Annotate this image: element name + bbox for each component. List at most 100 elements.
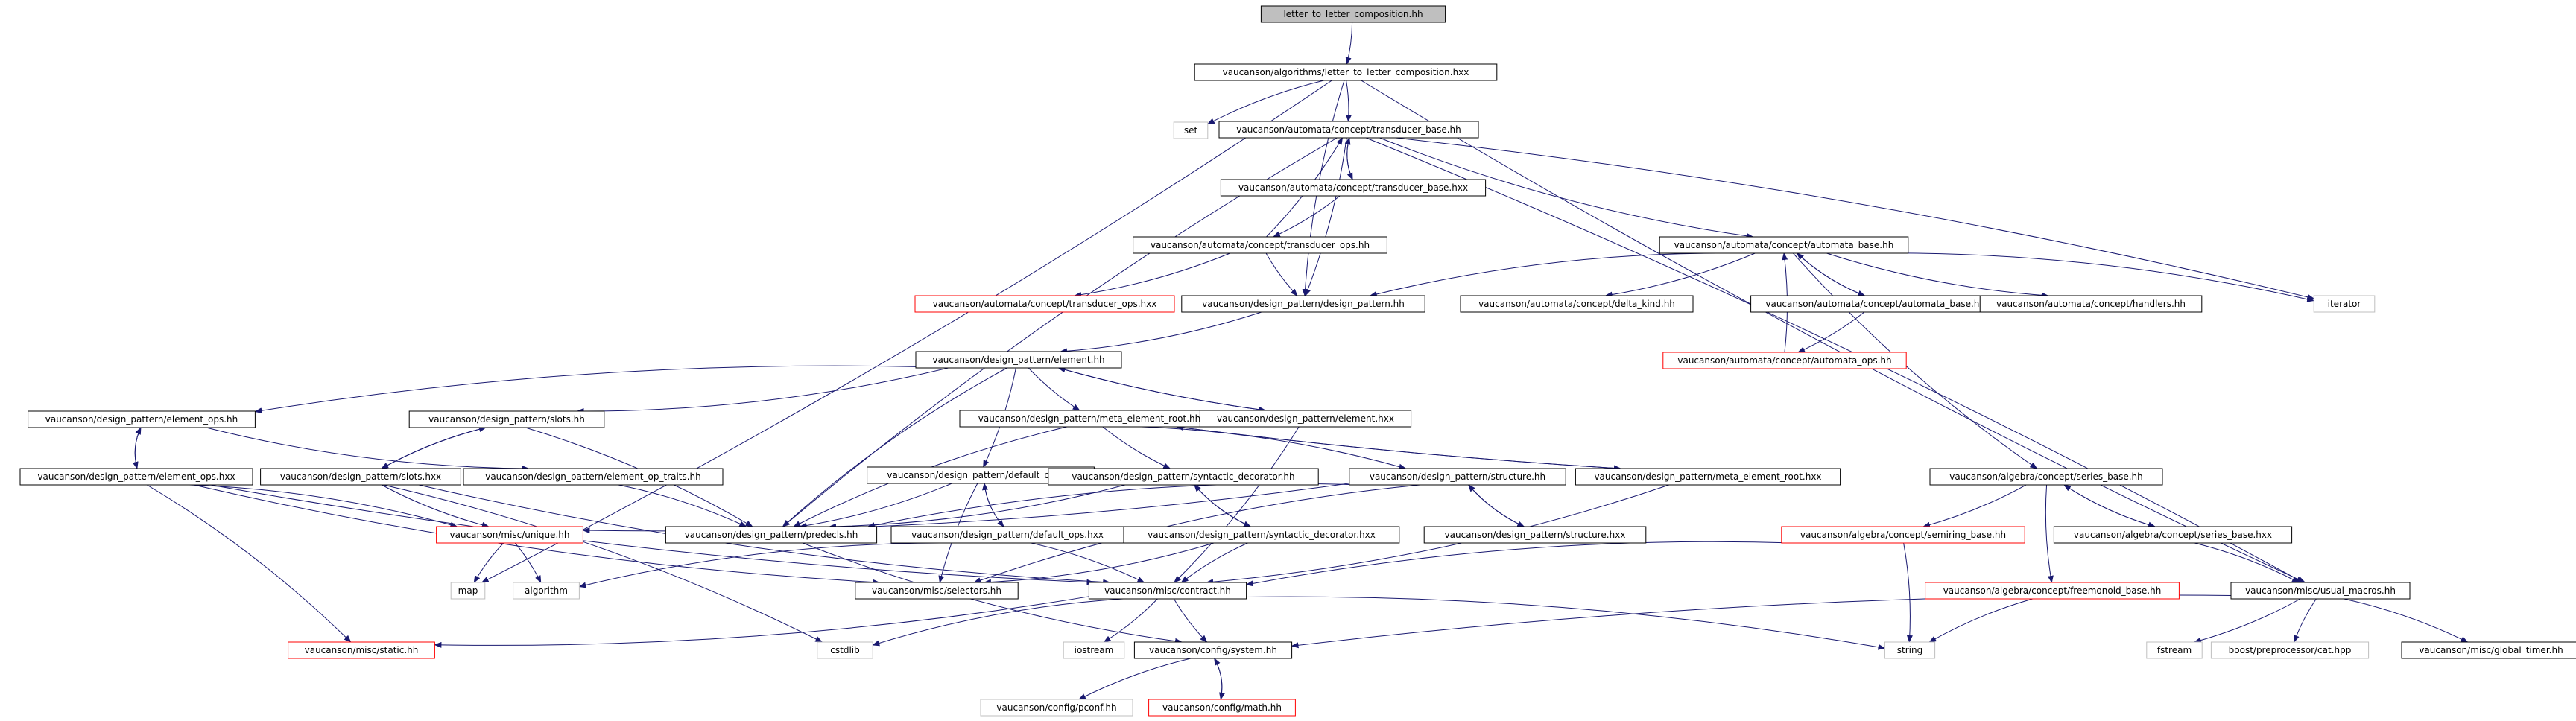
node-label: map <box>458 585 478 596</box>
edge-sd_hh-to-predecls_hh <box>828 484 1126 530</box>
node-static_hh[interactable]: vaucanson/misc/static.hh <box>288 641 435 659</box>
node-tops_hh[interactable]: vaucanson/automata/concept/transducer_op… <box>1133 236 1387 254</box>
node-struct_hh[interactable]: vaucanson/design_pattern/structure.hh <box>1349 468 1566 486</box>
edge-struct_hxx-to-struct_hh <box>1468 484 1525 527</box>
node-label: vaucanson/algorithms/letter_to_letter_co… <box>1223 67 1469 77</box>
node-selectors_hh[interactable]: vaucanson/misc/selectors.hh <box>855 582 1019 600</box>
edge-ltlc_hxx-to-set <box>1206 80 1324 124</box>
node-label: vaucanson/design_pattern/element_ops.hxx <box>37 471 235 482</box>
edge-mer_hh-to-mer_hxx <box>1176 426 1621 471</box>
node-boostcat[interactable]: boost/preprocessor/cat.hpp <box>2210 641 2370 659</box>
node-box <box>2313 295 2376 313</box>
node-box <box>1123 526 1400 544</box>
node-label: cstdlib <box>830 645 859 655</box>
node-box <box>450 582 486 600</box>
node-sd_hxx[interactable]: vaucanson/design_pattern/syntactic_decor… <box>1123 526 1400 544</box>
edge-um_hh-to-boostcat <box>2294 598 2317 643</box>
edge-struct_hh-to-predecls_hh <box>867 483 1361 529</box>
node-box <box>1133 236 1387 254</box>
node-elops_hh[interactable]: vaucanson/design_pattern/element_ops.hh <box>28 410 256 428</box>
node-label: vaucanson/design_pattern/structure.hh <box>1370 471 1545 482</box>
node-box <box>1925 582 2180 600</box>
node-box <box>1133 641 1293 659</box>
edge-tops_hh-to-dp_hh <box>1265 252 1298 296</box>
node-root[interactable]: letter_to_letter_composition.hh <box>1260 5 1446 23</box>
node-map[interactable]: map <box>450 582 486 600</box>
edge-el_hh-to-predecls_hh <box>782 367 1007 527</box>
edge-um_hh-to-fstream <box>2193 598 2301 644</box>
node-tb_hh[interactable]: vaucanson/automata/concept/transducer_ba… <box>1218 121 1479 139</box>
edge-um_hh-to-gt_hh <box>2344 598 2469 643</box>
node-predecls_hh[interactable]: vaucanson/design_pattern/predecls.hh <box>665 526 878 544</box>
node-defops_hxx[interactable]: vaucanson/design_pattern/default_ops.hxx <box>890 526 1124 544</box>
node-fmb_hh[interactable]: vaucanson/algebra/concept/freemonoid_bas… <box>1925 582 2180 600</box>
edge-mer_hxx-to-mer_hh <box>1176 425 1621 469</box>
node-aops_hh[interactable]: vaucanson/automata/concept/automata_ops.… <box>1662 352 1907 369</box>
node-system_hh[interactable]: vaucanson/config/system.hh <box>1133 641 1293 659</box>
node-label: vaucanson/config/pconf.hh <box>996 702 1116 713</box>
node-label: vaucanson/misc/selectors.hh <box>872 585 1001 596</box>
edge-el_hh-to-elops_hh <box>254 365 917 414</box>
edge-contract_hh-to-cstdlib <box>872 598 1124 647</box>
node-pconf_hh[interactable]: vaucanson/config/pconf.hh <box>980 699 1133 717</box>
node-box <box>513 582 580 600</box>
node-el_hh[interactable]: vaucanson/design_pattern/element.hh <box>915 351 1122 369</box>
node-box <box>665 526 878 544</box>
node-math_hh[interactable]: vaucanson/config/math.hh <box>1148 699 1296 717</box>
node-um_hh[interactable]: vaucanson/misc/usual_macros.hh <box>2230 582 2411 600</box>
node-label: vaucanson/automata/concept/transducer_ba… <box>1236 124 1461 135</box>
node-handlers_hh[interactable]: vaucanson/automata/concept/handlers.hh <box>1979 295 2203 313</box>
node-slots_hxx[interactable]: vaucanson/design_pattern/slots.hxx <box>260 468 461 486</box>
edge-tb_hxx-to-tb_hh <box>1344 137 1353 180</box>
node-sb_hh[interactable]: vaucanson/algebra/concept/series_base.hh <box>1929 468 2163 486</box>
node-srb_hh[interactable]: vaucanson/algebra/concept/semiring_base.… <box>1781 526 2025 544</box>
node-string[interactable]: string <box>1884 641 1936 659</box>
node-tb_hxx[interactable]: vaucanson/automata/concept/transducer_ba… <box>1220 179 1487 197</box>
node-ltlc_hxx[interactable]: vaucanson/algorithms/letter_to_letter_co… <box>1194 63 1498 81</box>
node-iterator[interactable]: iterator <box>2313 295 2376 313</box>
edge-sb_hh-to-sb_hxx <box>2063 484 2156 528</box>
node-dk_hh[interactable]: vaucanson/automata/concept/delta_kind.hh <box>1460 295 1694 313</box>
edge-defops_hxx-to-algorithm <box>578 542 940 588</box>
node-sb_hxx[interactable]: vaucanson/algebra/concept/series_base.hx… <box>2053 526 2293 544</box>
node-box <box>1575 468 1841 486</box>
node-el_hxx[interactable]: vaucanson/design_pattern/element.hxx <box>1199 410 1412 428</box>
node-cstdlib[interactable]: cstdlib <box>817 641 873 659</box>
edge-sb_hxx-to-um_hh <box>2194 542 2300 583</box>
node-box <box>1884 641 1936 659</box>
edge-elops_hxx-to-unique_hh <box>189 484 458 528</box>
node-algorithm[interactable]: algorithm <box>513 582 580 600</box>
edge-root-to-ltlc_hxx <box>1345 22 1353 65</box>
edge-el_hh-to-mer_hh <box>1028 367 1080 411</box>
node-elops_hxx[interactable]: vaucanson/design_pattern/element_ops.hxx <box>19 468 253 486</box>
node-eot_hh[interactable]: vaucanson/design_pattern/element_op_trai… <box>463 468 724 486</box>
node-mer_hxx[interactable]: vaucanson/design_pattern/meta_element_ro… <box>1575 468 1841 486</box>
node-fstream[interactable]: fstream <box>2146 641 2203 659</box>
node-gt_hh[interactable]: vaucanson/misc/global_timer.hh <box>2401 641 2576 659</box>
node-struct_hxx[interactable]: vaucanson/design_pattern/structure.hxx <box>1423 526 1647 544</box>
edge-sd_hxx-to-contract_hh <box>1180 542 1248 583</box>
node-contract_hh[interactable]: vaucanson/misc/contract.hh <box>1088 582 1247 600</box>
node-label: algorithm <box>525 585 568 596</box>
edge-ltlc_hxx-to-tb_hh <box>1346 80 1352 122</box>
node-sd_hh[interactable]: vaucanson/design_pattern/syntactic_decor… <box>1048 468 1319 486</box>
node-box <box>914 295 1175 313</box>
node-label: fstream <box>2157 645 2192 655</box>
node-label: vaucanson/design_pattern/structure.hxx <box>1445 530 1626 540</box>
node-iostream[interactable]: iostream <box>1063 641 1125 659</box>
node-label: vaucanson/design_pattern/element.hh <box>932 355 1104 365</box>
node-slots_hh[interactable]: vaucanson/design_pattern/slots.hh <box>408 410 605 428</box>
node-unique_hh[interactable]: vaucanson/misc/unique.hh <box>436 526 583 544</box>
node-defops_hh[interactable]: vaucanson/design_pattern/default_ops.hh <box>867 466 1095 484</box>
node-set[interactable]: set <box>1173 121 1209 139</box>
edge-sb_hh-to-srb_hh <box>1922 484 2027 528</box>
edge-elops_hxx-to-static_hh <box>147 484 352 643</box>
node-label: vaucanson/misc/global_timer.hh <box>2419 645 2563 655</box>
node-mer_hh[interactable]: vaucanson/design_pattern/meta_element_ro… <box>959 410 1220 428</box>
node-ab_hxx[interactable]: vaucanson/automata/concept/automata_base… <box>1750 295 2005 313</box>
edge-sd_hxx-to-selectors_hh <box>983 542 1215 585</box>
node-ab_hh[interactable]: vaucanson/automata/concept/automata_base… <box>1659 236 1909 254</box>
edge-predecls_hh-to-system_hh <box>802 542 1183 644</box>
node-tops_hxx[interactable]: vaucanson/automata/concept/transducer_op… <box>914 295 1175 313</box>
node-dp_hh[interactable]: vaucanson/design_pattern/design_pattern.… <box>1181 295 1425 313</box>
